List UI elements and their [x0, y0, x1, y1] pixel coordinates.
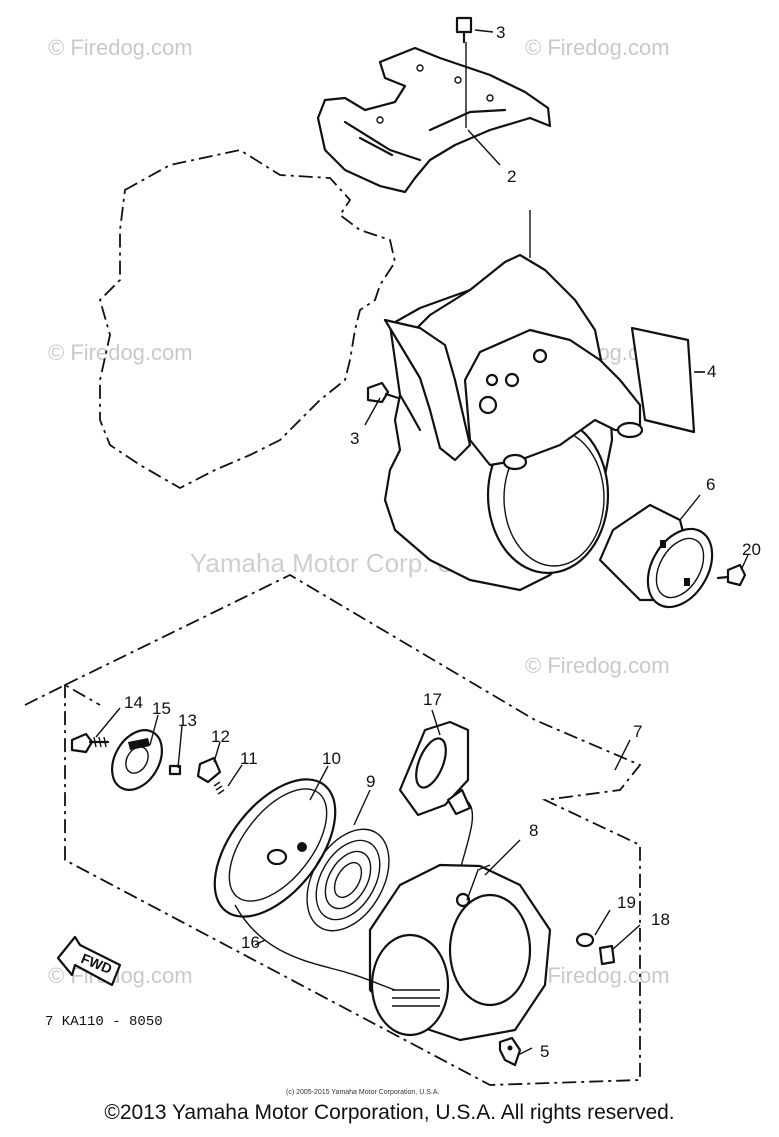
part-3-bolt-left	[366, 381, 400, 404]
part-6-cup	[598, 503, 714, 609]
callout-8: 8	[529, 821, 538, 840]
part-5-clip	[498, 1036, 522, 1067]
part-18-bolt	[598, 944, 616, 966]
callout-3: 3	[350, 429, 359, 448]
watermark: © Firedog.com	[48, 35, 193, 60]
callout-2: 2	[507, 167, 516, 186]
callout-10: 10	[322, 749, 341, 768]
callout-11: 11	[240, 749, 258, 768]
part-13-spring	[168, 764, 182, 776]
callout-4: 4	[707, 362, 716, 381]
callout-9: 9	[366, 772, 375, 791]
callout-16: 16	[241, 933, 260, 952]
fan-housing	[383, 210, 644, 592]
fwd-leader	[24, 683, 101, 706]
part-11-spring	[213, 781, 225, 795]
part-8-starter-case	[368, 863, 552, 1042]
callout-15: 15	[152, 699, 171, 718]
recoil-starter-group-outline	[64, 573, 642, 1086]
watermark: © Firedog.com	[525, 653, 670, 678]
part-4-plate	[630, 326, 705, 434]
engine-outline	[98, 149, 396, 490]
part-3-bolt-top	[455, 16, 473, 128]
part-20-bolt	[716, 563, 747, 587]
watermark: © Firedog.com	[525, 963, 670, 988]
part-19-washer	[575, 932, 595, 948]
part-10-reel	[213, 778, 337, 918]
callout-13: 13	[178, 711, 197, 730]
callout-19: 19	[617, 893, 636, 912]
drawing-number: 7 KA110 - 8050	[45, 1014, 163, 1030]
part-12-pawl	[196, 756, 222, 784]
callout-3: 3	[496, 23, 505, 42]
callout-6: 6	[706, 475, 715, 494]
callout-17: 17	[423, 690, 442, 709]
part-15-drum	[111, 729, 163, 791]
watermark: © Firedog.com	[525, 35, 670, 60]
part-2-top-shroud	[316, 46, 552, 194]
callout-7: 7	[633, 722, 642, 741]
leader-lines	[95, 29, 749, 1056]
part-16-rope	[234, 904, 396, 991]
callout-18: 18	[651, 910, 670, 929]
small-copyright: (c) 2005-2015 Yamaha Motor Corporation, …	[286, 1089, 439, 1096]
callout-20: 20	[742, 540, 761, 559]
part-14-bolt	[70, 732, 110, 754]
callout-12: 12	[211, 727, 230, 746]
callout-5: 5	[540, 1042, 549, 1061]
copyright-footer: ©2013 Yamaha Motor Corporation, U.S.A. A…	[104, 1101, 675, 1124]
watermark: © Firedog.com	[48, 340, 193, 365]
callout-14: 14	[124, 693, 143, 712]
part-17-handle	[398, 720, 474, 891]
part-9-spiral-spring	[306, 828, 390, 932]
